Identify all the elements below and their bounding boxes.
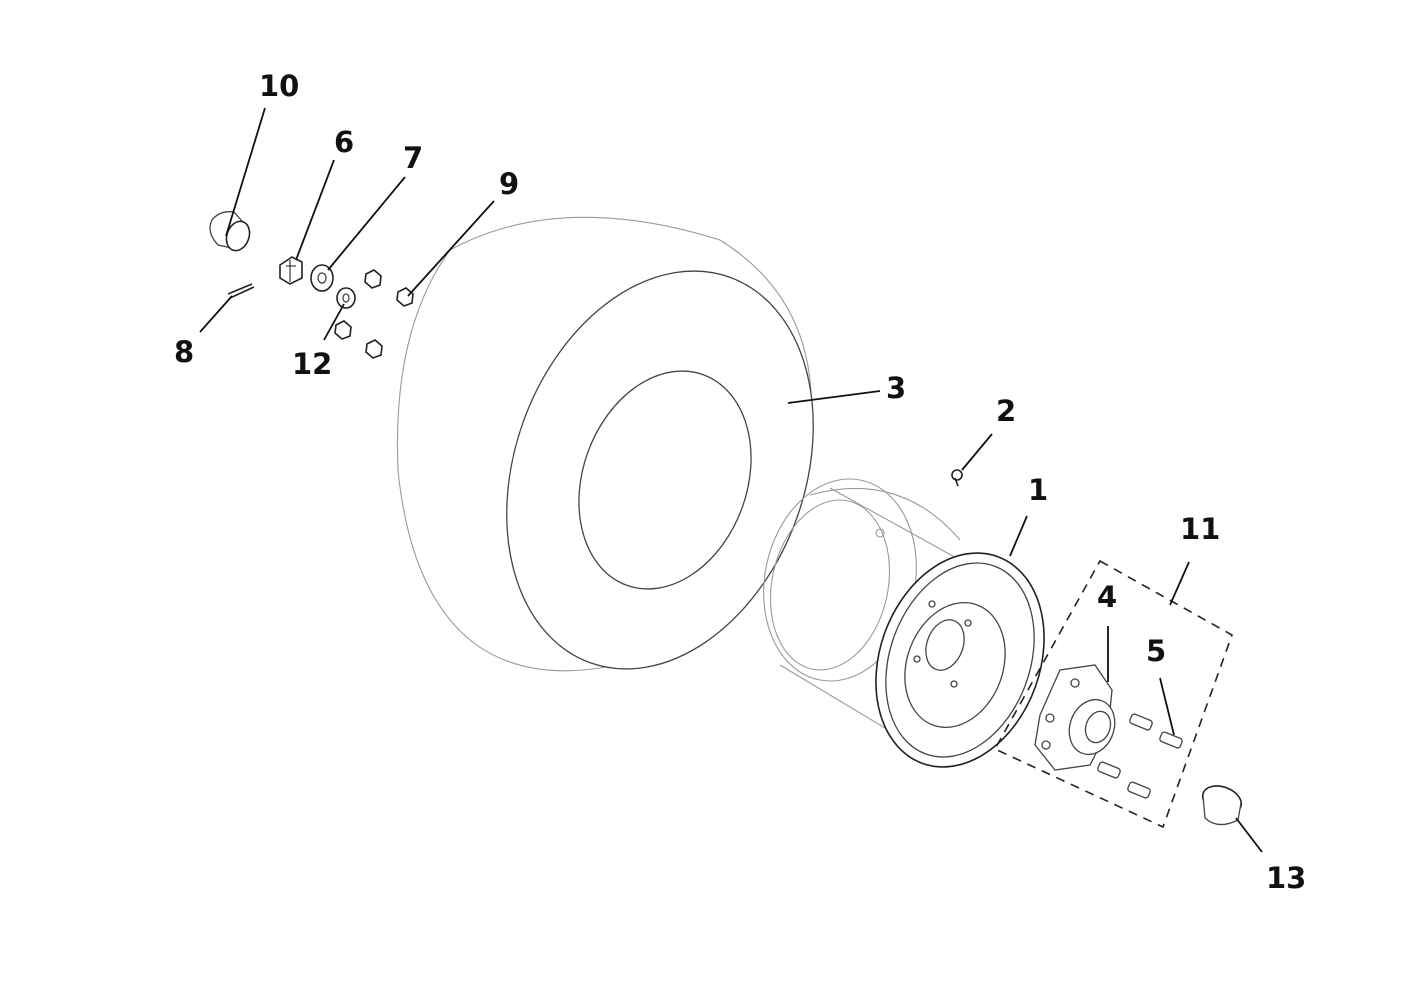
callout-10: 10 [259, 69, 299, 103]
valve-stem[interactable] [951, 469, 963, 487]
callout-12: 12 [292, 347, 332, 381]
washer[interactable] [310, 264, 334, 292]
hub-bolts[interactable] [1097, 713, 1183, 799]
castle-nut[interactable] [279, 256, 303, 285]
lock-washer[interactable] [336, 287, 356, 309]
callout-1: 1 [1028, 473, 1048, 507]
callout-9: 9 [499, 167, 519, 201]
bearing-left[interactable] [209, 211, 253, 254]
cotter-pin[interactable] [227, 283, 255, 299]
callout-5: 5 [1146, 634, 1166, 668]
lug-nuts[interactable] [334, 269, 414, 359]
tire[interactable] [396, 216, 866, 712]
callout-labels: 1 2 3 4 5 6 7 8 9 10 11 12 13 [174, 69, 1306, 895]
callout-4: 4 [1097, 580, 1117, 614]
wheel-hub[interactable] [1034, 664, 1122, 771]
callout-8: 8 [174, 335, 194, 369]
callout-7: 7 [403, 141, 423, 175]
callout-2: 2 [996, 394, 1016, 428]
leader-lines [199, 107, 1263, 853]
bearing-right[interactable] [1199, 781, 1245, 826]
callout-11: 11 [1180, 512, 1220, 546]
callout-13: 13 [1266, 861, 1306, 895]
wheel-rim[interactable] [745, 465, 1072, 791]
hub-assembly-box [993, 559, 1233, 829]
callout-6: 6 [334, 125, 354, 159]
callout-3: 3 [886, 371, 906, 405]
